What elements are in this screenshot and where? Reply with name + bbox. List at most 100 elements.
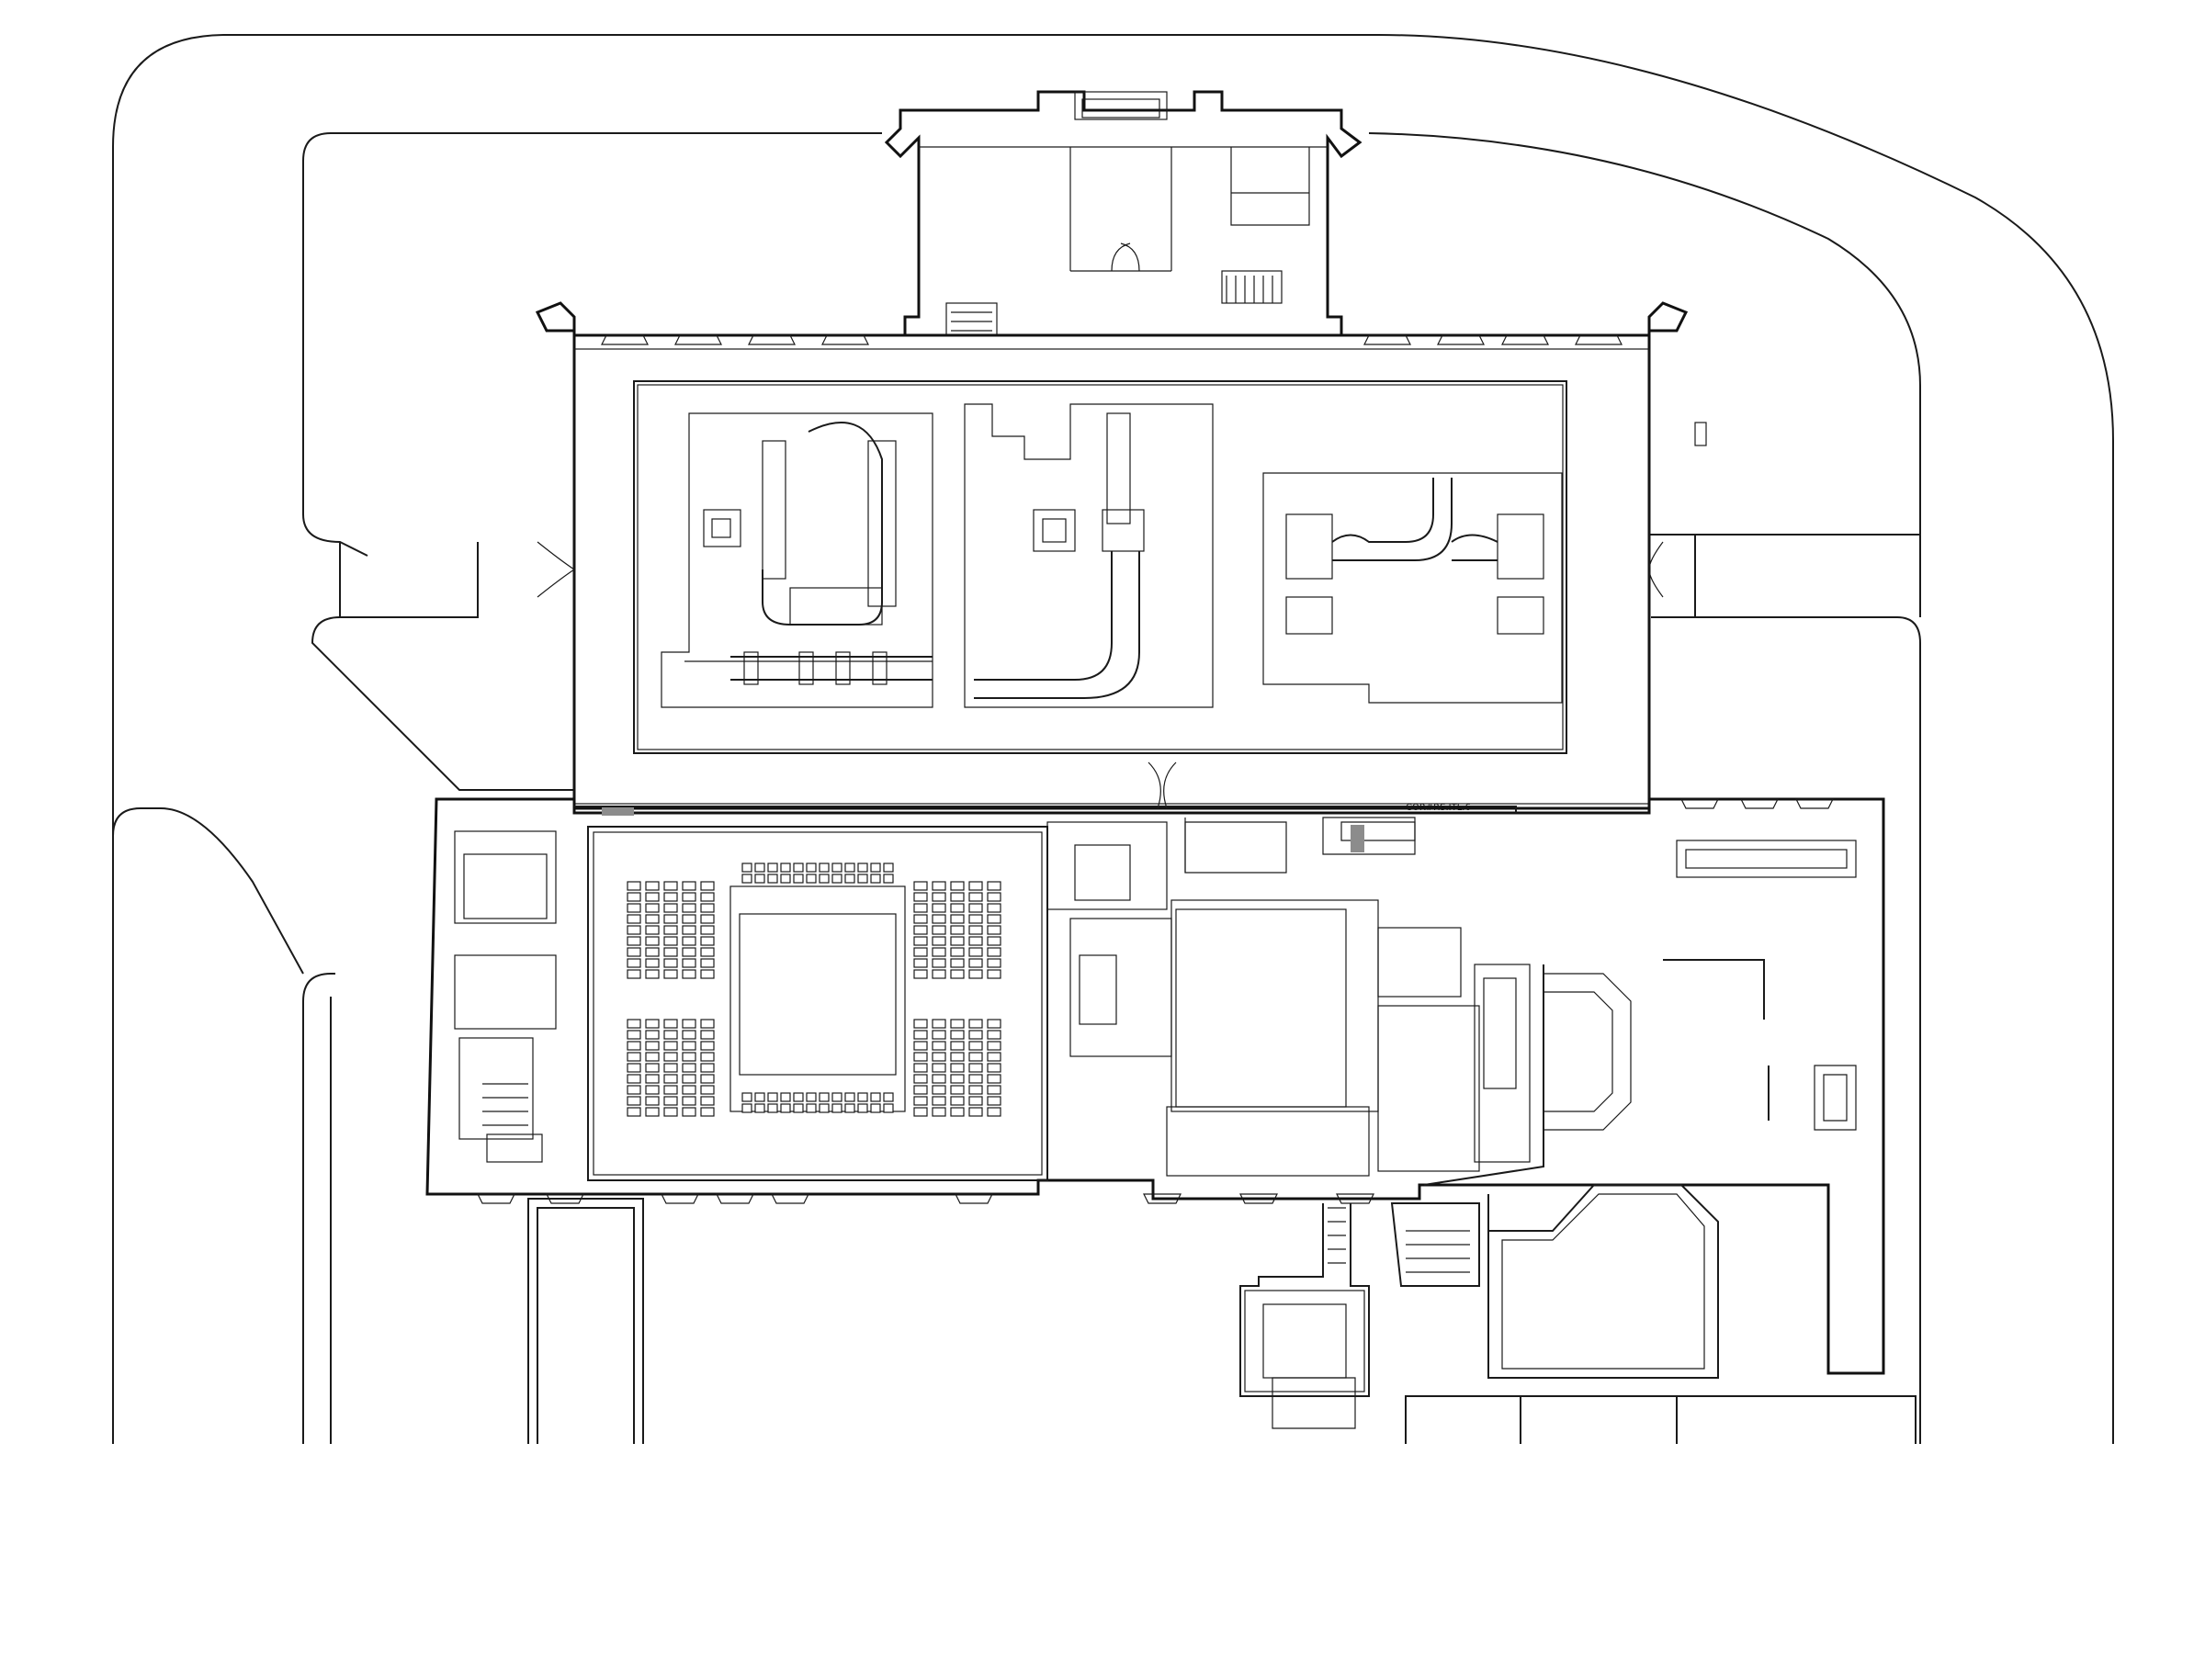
seat	[968, 1085, 983, 1095]
lower-wing	[425, 797, 1885, 1375]
seat	[645, 914, 660, 924]
seat	[700, 914, 715, 924]
seat	[950, 903, 965, 913]
site-outline	[112, 34, 2114, 1444]
seat	[968, 936, 983, 946]
seat	[987, 936, 1001, 946]
seat	[645, 1030, 660, 1040]
seat	[767, 1103, 778, 1113]
seat	[645, 1107, 660, 1117]
seat	[913, 1107, 928, 1117]
seat	[932, 1030, 946, 1040]
seat	[700, 892, 715, 902]
seat	[844, 1103, 855, 1113]
seat	[968, 1107, 983, 1117]
seat	[645, 881, 660, 891]
seat	[682, 1030, 696, 1040]
seat	[627, 1030, 641, 1040]
seat	[645, 1041, 660, 1051]
seat	[844, 1092, 855, 1102]
seat	[932, 881, 946, 891]
seat	[844, 874, 855, 884]
auditorium-seating	[627, 863, 1001, 1117]
seat	[932, 903, 946, 913]
seat	[950, 1107, 965, 1117]
seat	[950, 1063, 965, 1073]
seat	[627, 958, 641, 968]
seat	[682, 1096, 696, 1106]
seat	[627, 1019, 641, 1029]
seat	[831, 874, 842, 884]
seat	[663, 1041, 678, 1051]
seat	[645, 1052, 660, 1062]
seat	[700, 1096, 715, 1106]
seat	[806, 874, 817, 884]
seat	[627, 1052, 641, 1062]
seat	[968, 1074, 983, 1084]
seat	[700, 1019, 715, 1029]
seat	[932, 1052, 946, 1062]
seat	[932, 1107, 946, 1117]
seat	[767, 863, 778, 873]
seat	[663, 1019, 678, 1029]
seat	[663, 1096, 678, 1106]
seat	[700, 969, 715, 979]
seat	[883, 874, 894, 884]
seat	[913, 1096, 928, 1106]
seat	[913, 1019, 928, 1029]
seat	[987, 1107, 1001, 1117]
seat	[682, 1041, 696, 1051]
seat	[806, 1103, 817, 1113]
seat	[950, 1096, 965, 1106]
seat	[932, 1096, 946, 1106]
seat	[968, 1041, 983, 1051]
seat	[682, 958, 696, 968]
seat	[819, 1103, 830, 1113]
seat	[754, 1103, 765, 1113]
fixture-marker	[1694, 422, 1707, 446]
seat	[645, 936, 660, 946]
seat	[932, 969, 946, 979]
seat	[645, 1019, 660, 1029]
seat	[645, 947, 660, 957]
seat	[968, 914, 983, 924]
seat	[950, 925, 965, 935]
seat	[700, 1030, 715, 1040]
seat	[645, 1085, 660, 1095]
seat	[793, 874, 804, 884]
seat	[932, 1074, 946, 1084]
seat	[950, 1052, 965, 1062]
seat	[627, 1107, 641, 1117]
seat	[831, 1092, 842, 1102]
seat	[700, 1041, 715, 1051]
seat	[663, 892, 678, 902]
seat	[913, 925, 928, 935]
seat	[767, 1092, 778, 1102]
seat	[950, 1019, 965, 1029]
seat	[663, 1085, 678, 1095]
seat	[700, 925, 715, 935]
seat	[819, 874, 830, 884]
seat	[987, 1074, 1001, 1084]
corridor-note-label: COR#RS.ITL.6	[1406, 803, 1471, 813]
seat	[883, 1103, 894, 1113]
seat	[645, 1063, 660, 1073]
seat	[968, 947, 983, 957]
seat	[793, 1092, 804, 1102]
seat	[950, 1085, 965, 1095]
seat	[682, 1074, 696, 1084]
seat	[987, 1063, 1001, 1073]
seat	[627, 881, 641, 891]
seat	[741, 1092, 752, 1102]
seat	[645, 969, 660, 979]
seat	[682, 936, 696, 946]
seat	[700, 1063, 715, 1073]
seat	[987, 892, 1001, 902]
seat	[663, 1030, 678, 1040]
seat	[913, 1085, 928, 1095]
seat	[950, 1041, 965, 1051]
south-annex	[1239, 1184, 1719, 1429]
seat	[950, 1030, 965, 1040]
seat	[932, 892, 946, 902]
